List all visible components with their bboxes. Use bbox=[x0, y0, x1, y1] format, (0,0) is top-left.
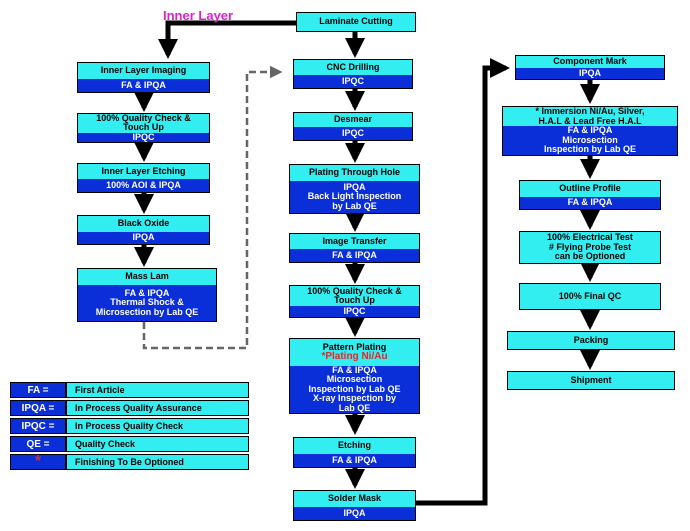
step-electrical-test: 100% Electrical Test # Flying Probe Test… bbox=[519, 231, 661, 264]
step-laminate-cutting: Laminate Cutting bbox=[296, 12, 416, 32]
legend-value-asterisk: Finishing To Be Optioned bbox=[66, 454, 249, 470]
legend-value-ipqc: In Process Quality Check bbox=[66, 418, 249, 434]
step-desmear: Desmear IPQC bbox=[293, 112, 413, 141]
dashed-connector bbox=[142, 65, 283, 350]
connector bbox=[416, 58, 510, 506]
legend-value-ipqa: In Process Quality Assurance bbox=[66, 400, 249, 416]
step-inner-layer-imaging: Inner Layer Imaging FA & IPQA bbox=[77, 62, 210, 93]
legend-key-qe: QE = bbox=[10, 436, 66, 452]
step-inner-layer-etching: Inner Layer Etching 100% AOI & IPQA bbox=[77, 163, 210, 193]
step-packing: Packing bbox=[507, 331, 675, 350]
step-image-transfer: Image Transfer FA & IPQA bbox=[289, 233, 420, 263]
step-immersion-finish: * Immersion Ni/Au, Silver, H.A.L & Lead … bbox=[502, 106, 678, 156]
step-quality-check-2: 100% Quality Check & Touch Up IPQC bbox=[289, 285, 420, 318]
legend-key-ipqc: IPQC = bbox=[10, 418, 66, 434]
step-cnc-drilling: CNC Drilling IPQC bbox=[293, 59, 413, 89]
legend-key-fa: FA = bbox=[10, 382, 66, 398]
legend-value-fa: First Article bbox=[66, 382, 249, 398]
step-pattern-plating: Pattern Plating *Plating Ni/Au FA & IPQA… bbox=[289, 338, 420, 414]
step-solder-mask: Solder Mask IPQA bbox=[293, 490, 416, 521]
plating-ni-au-note: *Plating Ni/Au bbox=[321, 350, 388, 362]
step-plating-through-hole: Plating Through Hole IPQA Back Light Ins… bbox=[289, 164, 420, 214]
step-mass-lam: Mass Lam FA & IPQA Thermal Shock & Micro… bbox=[77, 268, 217, 322]
legend-key-asterisk: * bbox=[10, 453, 66, 470]
legend-key-ipqa: IPQA = bbox=[10, 400, 66, 416]
connector bbox=[158, 20, 296, 59]
step-shipment: Shipment bbox=[507, 371, 675, 390]
legend-value-qe: Quality Check bbox=[66, 436, 249, 452]
step-outline-profile: Outline Profile FA & IPQA bbox=[519, 180, 661, 210]
step-component-mark: Component Mark IPQA bbox=[515, 55, 665, 80]
step-final-qc: 100% Final QC bbox=[519, 283, 661, 310]
step-black-oxide: Black Oxide IPQA bbox=[77, 215, 210, 245]
step-etching: Etching FA & IPQA bbox=[293, 437, 416, 468]
inner-layer-heading: Inner Layer bbox=[163, 8, 234, 23]
step-quality-check-1: 100% Quality Check & Touch Up IPQC bbox=[77, 113, 210, 143]
